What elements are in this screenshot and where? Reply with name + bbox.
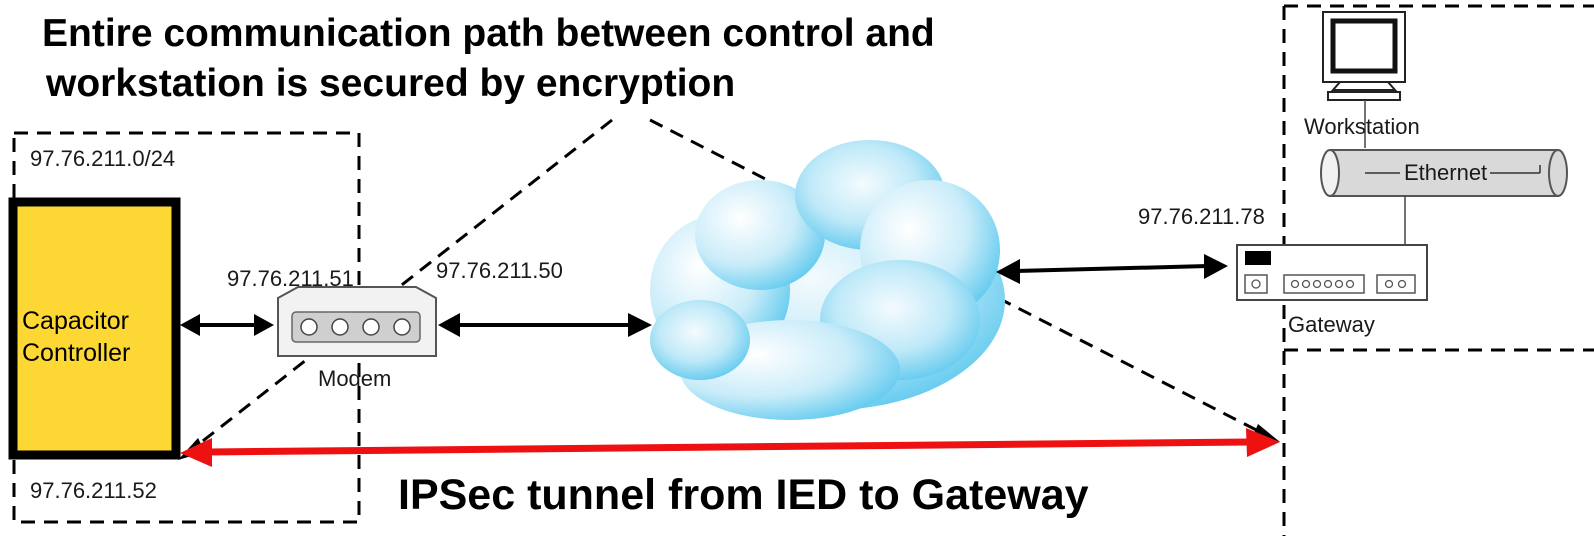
gateway-ip: 97.76.211.78	[1138, 204, 1265, 229]
capacitor-controller	[8, 197, 181, 460]
modem-label: Modem	[318, 366, 392, 391]
gateway-icon	[1236, 244, 1428, 301]
link-modem-cloud	[438, 313, 652, 337]
link-controller-modem	[180, 314, 274, 336]
modem-icon	[277, 286, 437, 357]
tunnel-caption: IPSec tunnel from IED to Gateway	[398, 471, 1089, 519]
ethernet-label: Ethernet	[1402, 160, 1490, 186]
workstation-label: Workstation	[1304, 114, 1420, 139]
diagram-title-line1: Entire communication path between contro…	[42, 12, 935, 55]
cloud-icon	[650, 140, 1005, 420]
link-cloud-gateway	[996, 254, 1228, 284]
workstation-icon	[1322, 11, 1406, 148]
ipsec-tunnel-arrow	[180, 428, 1280, 467]
gateway-label: Gateway	[1288, 312, 1375, 337]
controller-label-line2: Controller	[22, 339, 131, 367]
controller-label-line1: Capacitor	[22, 307, 129, 335]
subnet-label: 97.76.211.0/24	[30, 146, 176, 171]
diagram-title-line2: workstation is secured by encryption	[46, 62, 736, 105]
modem-left-ip: 97.76.211.51	[227, 266, 354, 291]
controller-ip: 97.76.211.52	[30, 478, 157, 503]
modem-right-ip: 97.76.211.50	[436, 258, 563, 283]
